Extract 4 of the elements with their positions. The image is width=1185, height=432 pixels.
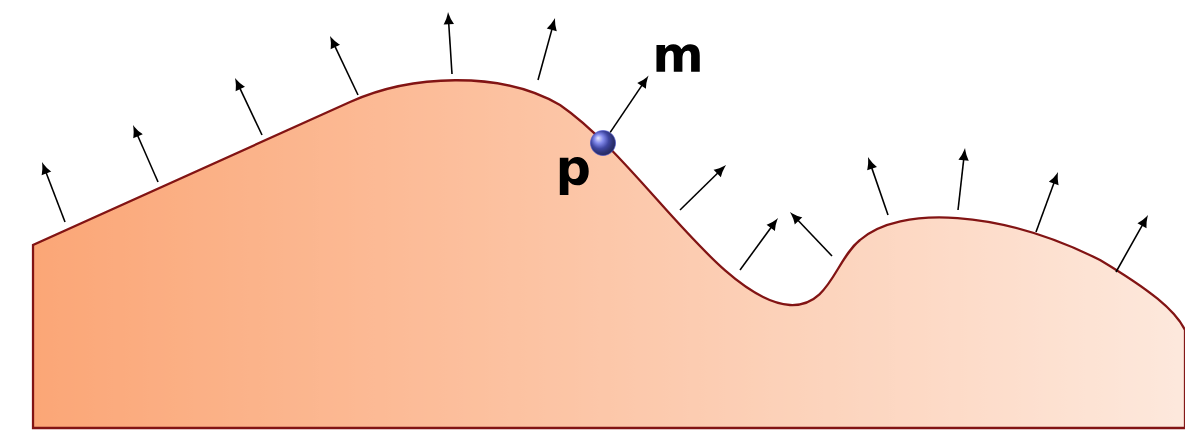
point-label: p	[559, 157, 589, 195]
label-text: m	[656, 44, 700, 72]
arrow	[609, 77, 648, 134]
point-dot	[590, 130, 616, 156]
